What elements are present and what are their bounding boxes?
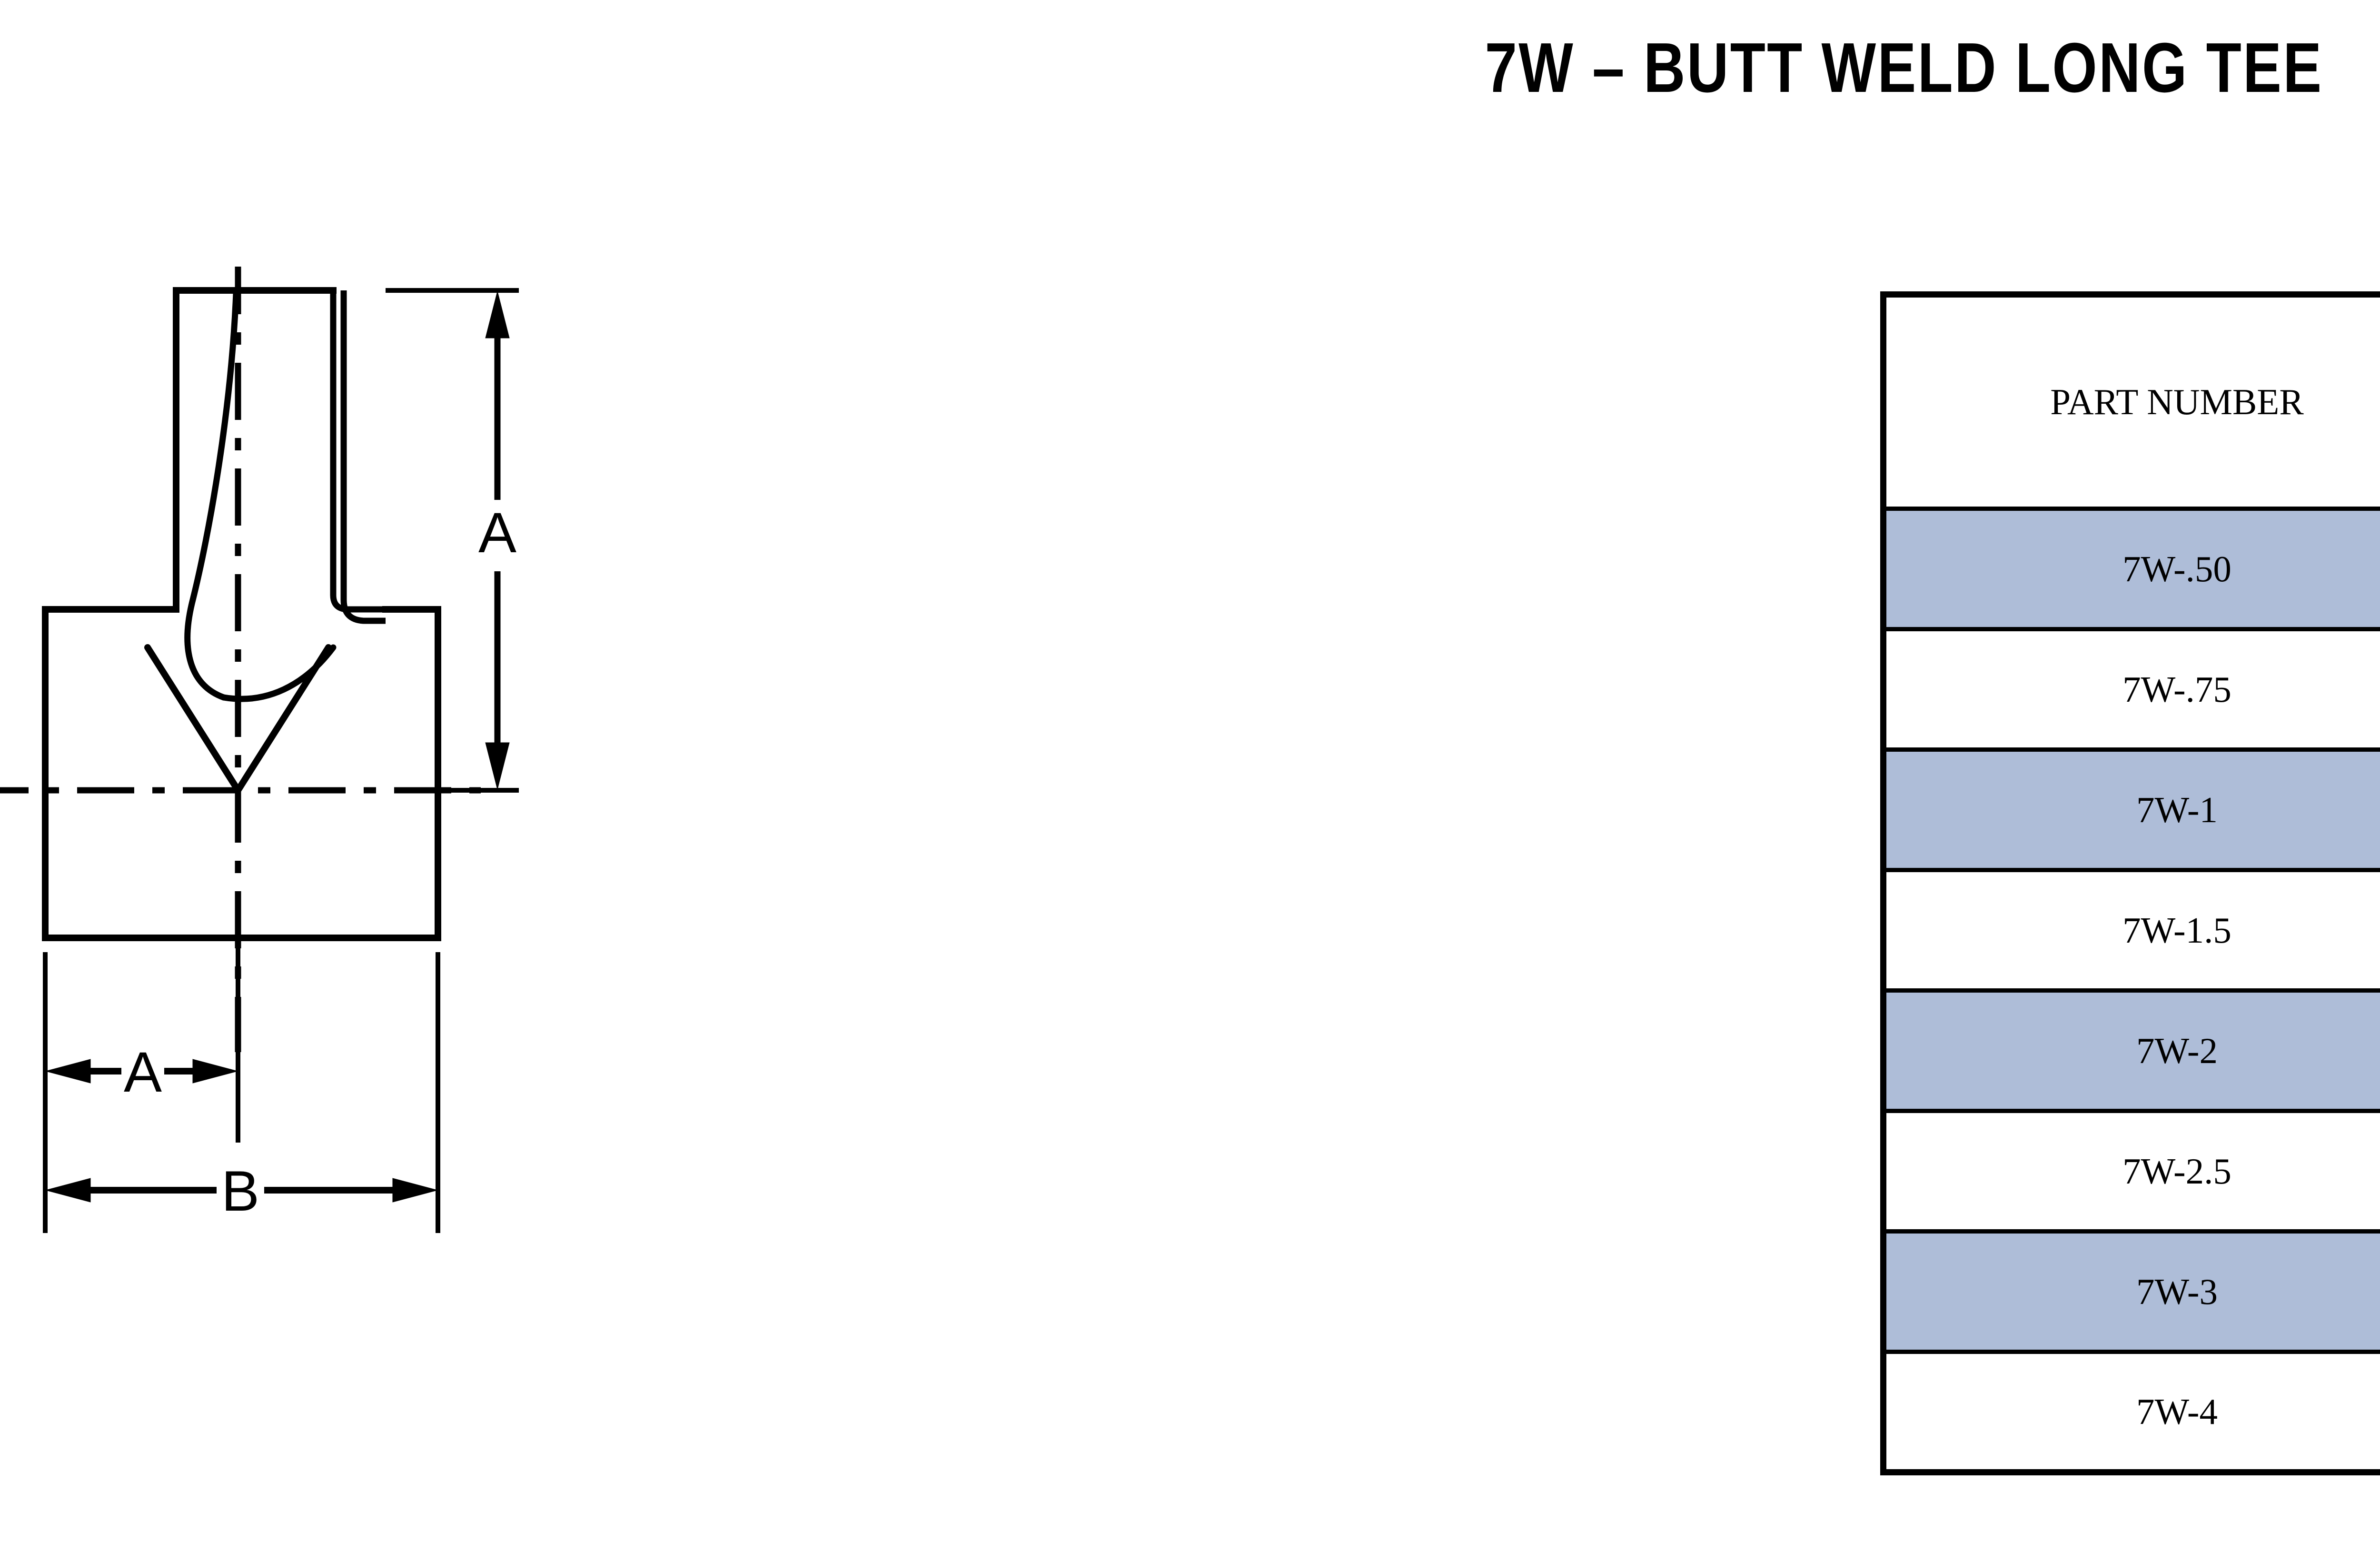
page-title: 7W – BUTT WELD LONG TEE xyxy=(1485,29,2323,107)
cell-part-number: 7W-1.5 xyxy=(1881,868,2380,993)
cell-part-number: 7W-3 xyxy=(1881,1229,2380,1354)
table-row: 7W-2.52-1/23.0006.000 xyxy=(1881,1109,2380,1234)
table-header-row: PART NUMBER SIZE (inches) A (inches) B (… xyxy=(1881,292,2380,511)
weld-prep-v-groove xyxy=(144,644,332,794)
table-row: 7W-333.2506.500 xyxy=(1881,1229,2380,1354)
tee-cross-section-svg: A A B xyxy=(0,267,519,1233)
table-row: 7W-223.0006.000 xyxy=(1881,988,2380,1113)
table-row: 7W-111.8753.750 xyxy=(1881,747,2380,872)
column-header-part-number-line1: PART NUMBER xyxy=(2050,381,2304,422)
table-row: 7W-443.8757.750 xyxy=(1881,1350,2380,1474)
centerlines xyxy=(0,267,481,1052)
tee-outline xyxy=(42,287,441,941)
cell-part-number: 7W-1 xyxy=(1881,747,2380,872)
column-header-part-number: PART NUMBER xyxy=(1881,292,2380,511)
technical-drawing: A A B xyxy=(0,267,1428,1409)
cell-part-number: 7W-2.5 xyxy=(1881,1109,2380,1234)
table-row: 7W-1.51-1/22.2504.500 xyxy=(1881,868,2380,993)
table-body: 7W-.501/21.8753.7507W-.753/41.8753.7507W… xyxy=(1881,507,2380,1474)
dimension-a-horizontal: A xyxy=(43,933,240,1143)
table-row: 7W-.753/41.8753.750 xyxy=(1881,627,2380,752)
dimension-a-vertical: A xyxy=(386,288,519,793)
dimension-a-horizontal-label: A xyxy=(124,1040,162,1104)
dimension-a-vertical-label: A xyxy=(478,501,516,565)
spec-table-container: PART NUMBER SIZE (inches) A (inches) B (… xyxy=(1880,291,2380,1475)
cell-part-number: 7W-.75 xyxy=(1881,627,2380,752)
dimension-b-horizontal-label: B xyxy=(221,1159,259,1223)
cell-part-number: 7W-.50 xyxy=(1881,507,2380,631)
cell-part-number: 7W-2 xyxy=(1881,988,2380,1113)
branch-throat-contour xyxy=(184,289,337,702)
cell-part-number: 7W-4 xyxy=(1881,1350,2380,1474)
spec-table: PART NUMBER SIZE (inches) A (inches) B (… xyxy=(1880,291,2380,1475)
table-row: 7W-.501/21.8753.750 xyxy=(1881,507,2380,631)
branch-inner-wall xyxy=(330,290,386,624)
dimension-b-horizontal: B xyxy=(43,952,440,1233)
